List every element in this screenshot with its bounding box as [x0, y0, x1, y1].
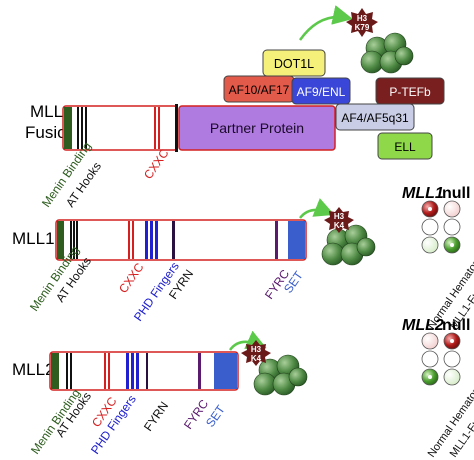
mll2-fyrc-domain	[198, 353, 201, 389]
mll1-phd-1	[145, 221, 148, 259]
mll2-null-suffix: null	[442, 317, 470, 334]
mll1-menin-domain	[57, 221, 64, 259]
dot1l-arrow	[298, 5, 353, 41]
mll1-fyrn-domain	[172, 221, 175, 259]
dot1l-box	[262, 49, 326, 77]
mll2-phd-3	[136, 353, 139, 389]
mll1-null-panel: MLL1 null Normal Hematopoiesis MLL1-Fusi…	[402, 185, 474, 332]
mll1-fusion-label-line1: MLL1	[30, 102, 73, 121]
mll1-null-suffix: null	[442, 185, 470, 202]
mll1-null-gene: MLL1	[402, 185, 444, 202]
mll2-row: MLL2 Menin Binding AT Hooks CXXC PHD Fin…	[12, 351, 239, 457]
fusion-at-hook-2	[81, 107, 83, 149]
mll2-protein-bar	[49, 351, 239, 391]
fusion-at-hook-3	[85, 107, 87, 149]
af10-label: AF10/AF17	[229, 83, 290, 97]
mll1-leukemia-ball-2	[443, 218, 461, 236]
mll2-label: MLL2	[12, 360, 55, 379]
af4-box	[335, 103, 415, 131]
fusion-cxxc-label: CXXC	[141, 146, 172, 182]
ell-label: ELL	[394, 140, 416, 154]
fusion-menin-domain	[64, 107, 72, 149]
h3k4-b-line2: K4	[251, 354, 262, 363]
mll1-fusion-row: MLL1 Fusion Partner Protein Menin Bindin…	[25, 102, 336, 210]
nucleosome-h3k79-icon: H3 K79	[346, 8, 414, 74]
mll1-cxxc-2	[132, 221, 134, 259]
mll2-phd-1	[126, 353, 129, 389]
h3k79-line2: K79	[355, 23, 370, 32]
partner-protein-label: Partner Protein	[210, 120, 304, 136]
mll1-phd-2	[150, 221, 153, 259]
mll1-fyrc-domain	[275, 221, 278, 259]
h3k4-a-line2: K4	[334, 221, 345, 230]
mll2-fyrc-label: FYRC	[181, 397, 211, 432]
mll2-set-domain	[214, 353, 237, 389]
mll2-menin-domain	[51, 353, 59, 389]
h3k4-mll2-mark-burst	[241, 340, 271, 366]
h3k4-mark-burst	[324, 207, 354, 233]
mll1-cxxc-1	[128, 221, 130, 259]
mll2-null-gene: MLL2	[402, 317, 444, 334]
mll2-normal-ball-2	[421, 350, 439, 368]
mll2-null-panel: MLL2 null Normal Hematopoiesis MLL1-Fusi…	[402, 317, 474, 460]
mll2-leukemia-ball-3	[443, 368, 461, 386]
sec-complex: DOT1L AF10/AF17 AF9/ENL P-TEFb AF4/AF5q3…	[223, 49, 445, 160]
af9-box	[291, 77, 351, 105]
mll1-row: MLL1 Menin Binding AT Hooks CXXC PHD Fin…	[12, 219, 307, 324]
fusion-at-hook-1	[77, 107, 79, 149]
mll2-cxxc-2	[108, 353, 110, 389]
mll1-leukemia-ball-1	[443, 200, 461, 218]
ell-box	[377, 132, 433, 160]
fusion-breakpoint	[175, 104, 178, 152]
mll1-protein-bar	[55, 219, 307, 261]
mll2-normal-ball-1	[421, 332, 439, 350]
mll2-at-hook-1	[66, 353, 68, 389]
partner-protein-block	[178, 105, 336, 151]
mll2-fyrn-label: FYRN	[141, 399, 171, 434]
nucleosome-h3k4-icon: H3 K4	[321, 207, 376, 266]
h3k4-b-line1: H3	[251, 345, 262, 354]
mll2-phd-2	[131, 353, 134, 389]
mll1-at-hook-3	[76, 221, 78, 259]
fusion-cxxc-1	[154, 107, 156, 149]
mll2-at-hook-2	[70, 353, 72, 389]
mll2-fyrn-domain	[146, 353, 148, 389]
dot1l-label: DOT1L	[274, 57, 314, 71]
af4-label: AF4/AF5q31	[341, 111, 409, 125]
h3k79-mark-burst	[346, 8, 378, 37]
ptefb-label: P-TEFb	[389, 85, 431, 99]
mll1-normal-ball-2	[421, 218, 439, 236]
nucleosome-h3k4-mll2-icon: H3 K4	[241, 340, 308, 396]
mll1-set-domain	[288, 221, 305, 259]
h3k4-a-line1: H3	[334, 212, 345, 221]
mll2-cxxc-1	[104, 353, 106, 389]
fusion-cxxc-2	[158, 107, 160, 149]
mll1-at-hook-2	[73, 221, 75, 259]
mll1-cxxc-label: CXXC	[116, 260, 147, 296]
mll1-phd-3	[155, 221, 158, 259]
af9-label: AF9/ENL	[297, 85, 346, 99]
mll1-normal-ball-3	[421, 236, 439, 254]
h3k79-line1: H3	[357, 14, 368, 23]
mll1-set-arrow	[299, 198, 335, 219]
mll1-at-hook-1	[70, 221, 72, 259]
mll2-leukemia-ball-2	[443, 350, 461, 368]
mll1-label: MLL1	[12, 229, 55, 248]
